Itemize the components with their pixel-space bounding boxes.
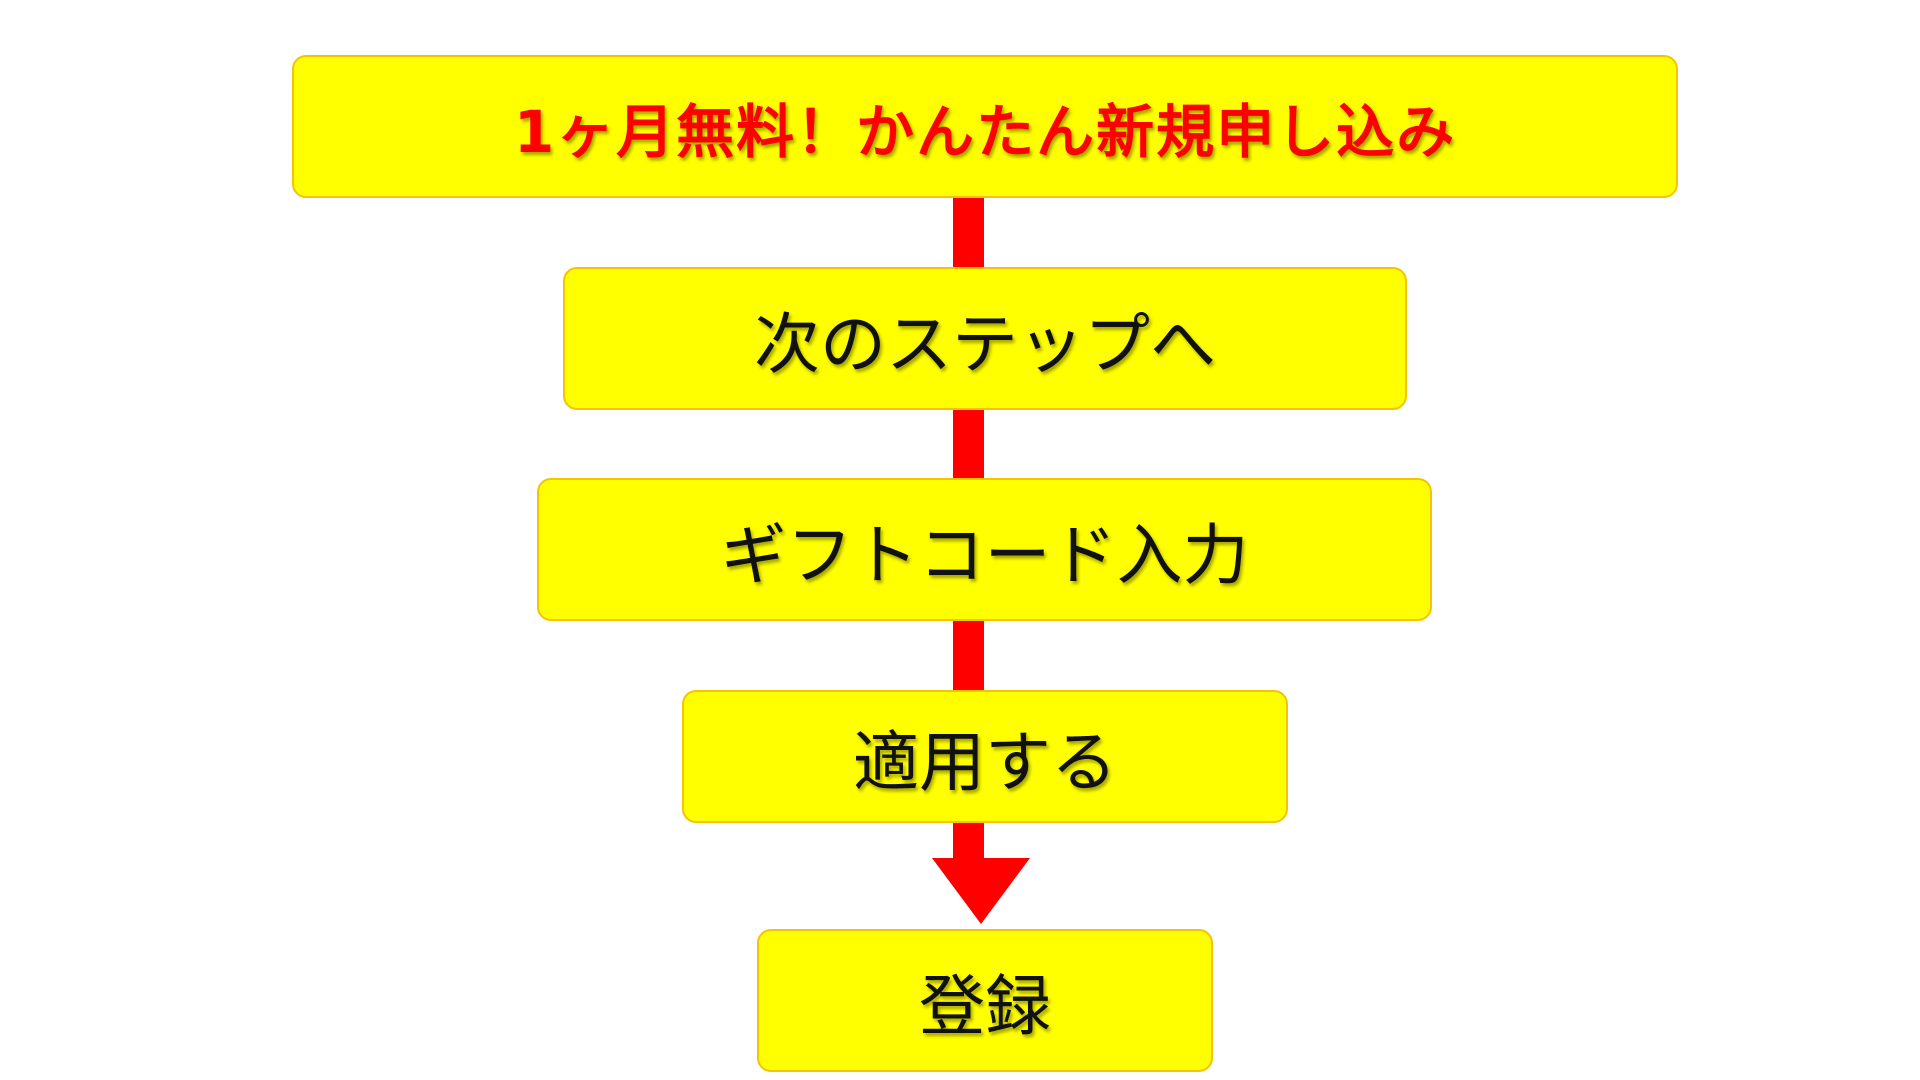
step-label: 1ヶ月無料！かんたん新規申し込み [513,97,1457,166]
step-label: 登録 [919,967,1051,1045]
step-label: 次のステップへ [754,305,1216,383]
step-label: ギフトコード入力 [720,516,1249,594]
connector-line-2 [953,408,984,480]
step-signup-free-month: 1ヶ月無料！かんたん新規申し込み [292,55,1678,198]
step-next: 次のステップへ [563,267,1407,410]
arrow-head-icon [932,858,1030,924]
step-apply: 適用する [682,690,1288,823]
step-label: 適用する [853,723,1117,801]
step-gift-code-entry: ギフトコード入力 [537,478,1432,621]
step-register: 登録 [757,929,1213,1072]
connector-line-1 [953,196,984,269]
connector-line-3 [953,619,984,692]
connector-line-4 [953,821,984,861]
